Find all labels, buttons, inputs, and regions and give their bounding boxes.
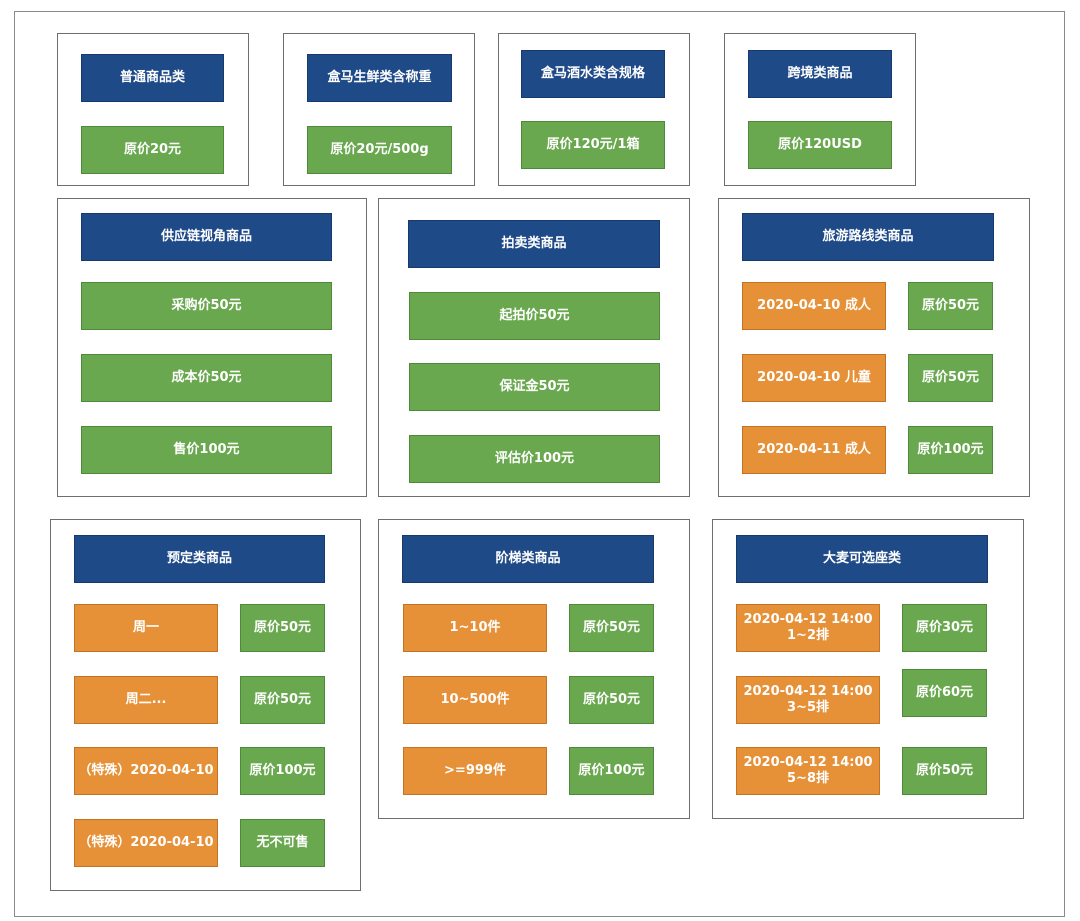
- price-damai-seats: 原价30元: [902, 604, 987, 652]
- key-reservation: （特殊）2020-04-10: [74, 819, 218, 867]
- title-reservation: 预定类商品: [74, 535, 325, 583]
- price-travel: 原价50元: [908, 282, 993, 330]
- price-tiered: 原价100元: [569, 747, 654, 795]
- title-fresh: 盒马生鲜类含称重: [307, 54, 452, 102]
- title-supplychain: 供应链视角商品: [81, 213, 332, 261]
- title-tiered: 阶梯类商品: [402, 535, 654, 583]
- price-damai-seats: 原价50元: [902, 747, 987, 795]
- price-auction: 保证金50元: [409, 363, 660, 411]
- price-auction: 评估价100元: [409, 435, 660, 483]
- key-travel: 2020-04-11 成人: [742, 426, 886, 474]
- title-liquor: 盒马酒水类含规格: [521, 50, 665, 98]
- price-tiered: 原价50元: [569, 676, 654, 724]
- title-travel: 旅游路线类商品: [742, 213, 994, 261]
- price-travel: 原价100元: [908, 426, 993, 474]
- price-supplychain: 采购价50元: [81, 282, 332, 330]
- price-reservation: 原价50元: [240, 604, 325, 652]
- key-damai-seats: 2020-04-12 14:00 1~2排: [736, 604, 880, 652]
- price-supplychain: 售价100元: [81, 426, 332, 474]
- price-travel: 原价50元: [908, 354, 993, 402]
- key-travel: 2020-04-10 成人: [742, 282, 886, 330]
- price-damai-seats: 原价60元: [902, 669, 987, 717]
- key-reservation: 周二...: [74, 676, 218, 724]
- title-general: 普通商品类: [81, 54, 224, 102]
- key-tiered: 10~500件: [403, 676, 547, 724]
- price-tiered: 原价50元: [569, 604, 654, 652]
- key-damai-seats: 2020-04-12 14:00 5~8排: [736, 747, 880, 795]
- price-crossborder: 原价120USD: [748, 121, 892, 169]
- price-general: 原价20元: [81, 126, 224, 174]
- price-reservation: 原价50元: [240, 676, 325, 724]
- key-travel: 2020-04-10 儿童: [742, 354, 886, 402]
- key-damai-seats: 2020-04-12 14:00 3~5排: [736, 676, 880, 724]
- title-auction: 拍卖类商品: [408, 220, 660, 268]
- outer-frame: [14, 11, 1065, 917]
- key-reservation: 周一: [74, 604, 218, 652]
- price-liquor: 原价120元/1箱: [521, 121, 665, 169]
- price-auction: 起拍价50元: [409, 292, 660, 340]
- price-supplychain: 成本价50元: [81, 354, 332, 402]
- price-fresh: 原价20元/500g: [307, 126, 452, 174]
- price-reservation: 原价100元: [240, 747, 325, 795]
- key-reservation: （特殊）2020-04-10: [74, 747, 218, 795]
- title-crossborder: 跨境类商品: [748, 50, 892, 98]
- key-tiered: >=999件: [403, 747, 547, 795]
- price-reservation: 无不可售: [240, 819, 325, 867]
- title-damai-seats: 大麦可选座类: [736, 535, 988, 583]
- key-tiered: 1~10件: [403, 604, 547, 652]
